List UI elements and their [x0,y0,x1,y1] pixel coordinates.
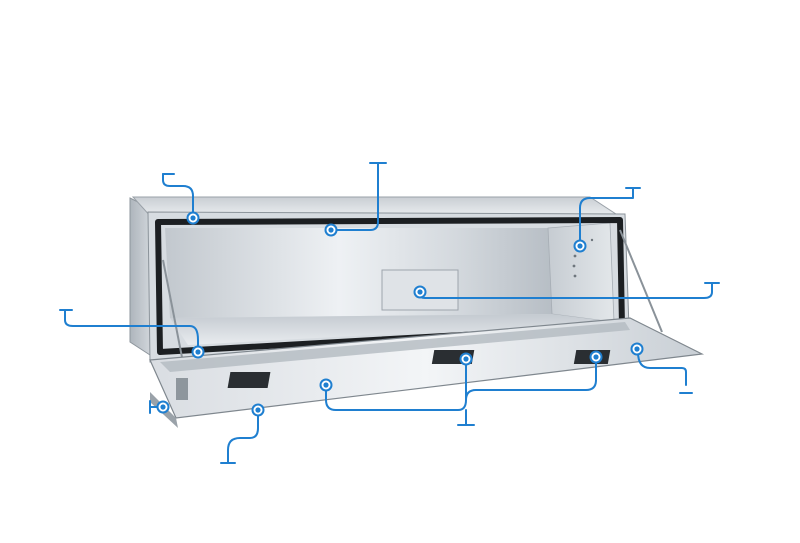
callout-door-corner-marker-dot [634,346,640,352]
callout-top-lid-hinge-marker-dot [328,227,334,233]
callout-latches-leader-line [325,357,597,426]
box-left-side [129,197,151,356]
callout-bottom-edge-leader-line [227,411,259,464]
right-support-strut [619,229,663,333]
door-corner-hardware [176,378,188,400]
callout-latches-marker-dot-1 [463,356,469,362]
callout-latches-marker-dot [323,382,329,388]
callout-top-lid-hinge [324,162,387,237]
callout-top-left-seal-leader-line [162,173,194,217]
callout-bottom-edge [220,403,265,464]
callout-center-plate-marker-dot [417,289,423,295]
callout-left-seal-corner [59,309,205,359]
callout-left-seal-corner-marker-dot [195,349,201,355]
open-door-panel [149,317,705,419]
callout-center-plate [413,282,720,299]
callout-layer [59,162,720,464]
callout-top-lid-hinge-leader-line [333,162,379,231]
interior-floor [170,314,614,345]
callout-right-end-panel-marker-dot [577,243,583,249]
toolbox-body [129,196,705,428]
callout-door-corner-leader-line [637,351,687,386]
callout-latches [319,350,603,426]
callout-top-left-seal [162,173,200,225]
callout-top-left-seal-marker-dot [190,215,196,221]
latch-left [227,372,271,388]
callout-left-seal-corner-leader-line [64,309,199,351]
callout-latches-marker-dot-2 [593,354,599,360]
door-inner-lip [160,322,630,372]
callout-left-strut-marker-dot [160,404,166,410]
callout-right-end-panel [573,187,641,253]
callout-left-strut [149,400,170,414]
right-panel-holes [572,238,594,278]
callout-door-corner [630,342,693,394]
callout-bottom-edge-marker-dot [255,407,261,413]
interior-back-wall [165,228,552,318]
callout-right-end-panel-leader-line [579,187,634,244]
